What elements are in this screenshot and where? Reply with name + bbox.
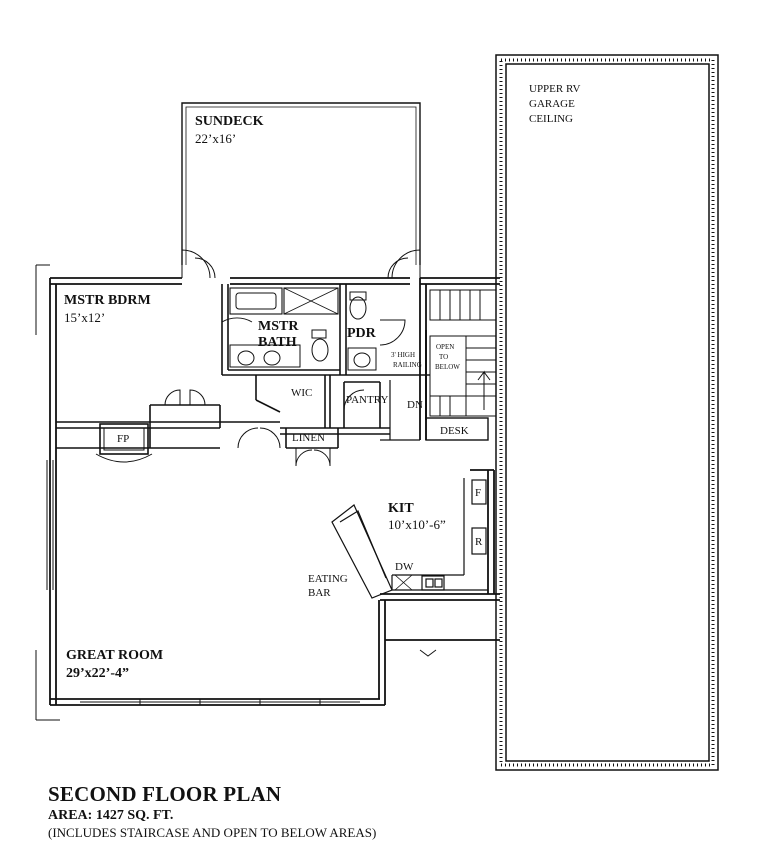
open-to-below-2: TO [439, 353, 448, 361]
desk-label: DESK [440, 425, 469, 437]
rv-garage-label-3: CEILING [529, 113, 573, 125]
down-label: DN [407, 399, 423, 411]
eating-bar-label-1: EATING [308, 573, 348, 585]
windows [35, 264, 360, 721]
open-to-below-3: BELOW [435, 363, 460, 371]
rv-garage-label-2: GARAGE [529, 98, 575, 110]
master-bedroom-label: MSTR BDRM [64, 293, 151, 308]
fridge-label: F [475, 487, 481, 499]
plan-labels: SUNDECK 22’x16’ MSTR BDRM 15’x12’ MSTR B… [64, 83, 580, 681]
plan-title: SECOND FLOOR PLAN [48, 782, 282, 806]
kitchen-label: KIT [388, 501, 414, 516]
range-label: R [475, 536, 483, 548]
bath-walls [221, 284, 430, 376]
staircase [425, 289, 497, 441]
wic-label: WIC [291, 387, 312, 399]
deck-doors [181, 249, 421, 279]
dishwasher-label: DW [395, 561, 414, 573]
great-room-label: GREAT ROOM [66, 648, 163, 663]
exterior-walls [49, 277, 500, 706]
sundeck-label: SUNDECK [195, 114, 264, 129]
plan-caption: SECOND FLOOR PLAN AREA: 1427 SQ. FT. (IN… [48, 782, 376, 841]
powder-room-label: PDR [347, 326, 377, 341]
plan-note: (INCLUDES STAIRCASE AND OPEN TO BELOW AR… [48, 825, 377, 841]
fireplace-label: FP [117, 433, 129, 445]
bedroom-divider [56, 389, 281, 449]
great-room-size: 29’x22’-4” [66, 666, 129, 681]
railing-label-1: 3' HIGH [391, 351, 415, 359]
pantry-label: PANTRY [346, 394, 388, 406]
master-bath-label-1: MSTR [258, 319, 299, 334]
master-bath-label-2: BATH [258, 335, 297, 350]
plan-area: AREA: 1427 SQ. FT. [48, 808, 174, 824]
eating-bar-label-2: BAR [308, 587, 331, 599]
closet-walls [255, 375, 420, 467]
sundeck-outline [181, 102, 421, 265]
fireplace-symbol [95, 423, 153, 463]
open-to-below-1: OPEN [436, 343, 454, 351]
rv-garage-outline [495, 54, 719, 771]
linen-label: LINEN [292, 432, 325, 444]
rv-garage-label-1: UPPER RV [529, 83, 580, 95]
master-bedroom-size: 15’x12’ [64, 310, 105, 325]
railing-label-2: RAILING [393, 361, 422, 369]
floor-plan-drawing: SUNDECK 22’x16’ MSTR BDRM 15’x12’ MSTR B… [35, 54, 719, 771]
kitchen-cabinets [331, 478, 488, 657]
kitchen-size: 10’x10’-6” [388, 517, 446, 532]
sundeck-size: 22’x16’ [195, 131, 236, 146]
